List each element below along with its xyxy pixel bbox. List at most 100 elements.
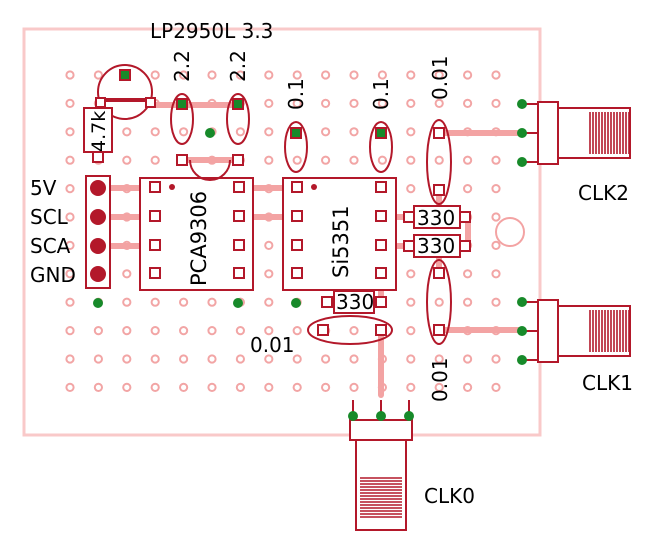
board-hole <box>122 269 132 279</box>
board-hole <box>65 127 75 137</box>
board-hole <box>491 155 501 165</box>
regulator-lp2950l <box>95 64 156 120</box>
pca9306-pin1-dot <box>169 184 175 190</box>
board-hole <box>65 240 75 250</box>
board-hole <box>292 70 302 80</box>
pullup-resistor-label: 4.7k <box>88 111 110 152</box>
board-hole <box>491 70 501 80</box>
board-hole <box>491 354 501 364</box>
board-hole <box>150 70 160 80</box>
ic1-label: PCA9306 <box>187 191 211 286</box>
board-hole <box>179 354 189 364</box>
board-hole <box>65 269 75 279</box>
board-hole <box>434 70 444 80</box>
board-hole <box>377 155 387 165</box>
board-hole <box>292 382 302 392</box>
cap-label-bottom-right: 0.01 <box>428 357 452 402</box>
regulator-label: LP2950L 3.3 <box>150 19 273 43</box>
series-resistors <box>321 205 471 314</box>
board-hole <box>264 70 274 80</box>
board-hole <box>434 98 444 109</box>
board-hole <box>406 98 416 109</box>
board-hole <box>150 354 160 364</box>
board-hole <box>65 184 75 194</box>
board-hole <box>122 326 132 336</box>
ic-pads <box>149 181 387 279</box>
board-hole <box>406 184 416 194</box>
board-hole <box>491 382 501 392</box>
cap-label-c: 0.1 <box>284 78 308 110</box>
board-hole <box>491 184 501 194</box>
board-hole <box>207 70 217 80</box>
board-hole <box>377 70 387 80</box>
board-hole <box>264 297 274 307</box>
board-hole <box>122 297 132 307</box>
board-hole <box>292 326 302 336</box>
cap-label-d: 0.1 <box>369 78 393 110</box>
pin-label-gnd: GND <box>30 263 76 287</box>
board-hole <box>65 70 75 80</box>
board-hole <box>93 326 104 336</box>
board-hole <box>406 326 416 336</box>
board-hole <box>321 70 331 80</box>
board-hole <box>122 127 132 137</box>
ic2-label: Si5351 <box>329 205 353 278</box>
sma-connector-clk0 <box>348 400 414 531</box>
board-hole <box>463 155 473 165</box>
board-hole <box>349 127 359 137</box>
board-hole <box>349 98 359 109</box>
board-hole <box>179 326 189 336</box>
board-hole <box>179 127 189 137</box>
clk0-label: CLK0 <box>424 484 475 508</box>
board-hole <box>406 269 416 279</box>
board-hole <box>93 382 104 392</box>
board-hole <box>321 382 331 392</box>
board-hole <box>264 382 274 392</box>
board-hole <box>491 240 501 250</box>
si5351-pin1-dot <box>311 184 317 190</box>
clk1-label: CLK1 <box>582 371 633 395</box>
cap-label-b: 2.2 <box>226 50 250 82</box>
board-outline <box>22 27 542 437</box>
board-hole <box>434 354 444 364</box>
board-hole <box>207 382 217 392</box>
board-hole <box>491 98 501 109</box>
board-hole <box>65 212 75 222</box>
board-hole <box>264 155 274 165</box>
board-hole <box>463 184 473 194</box>
board-hole <box>235 326 245 336</box>
board-hole <box>65 326 75 336</box>
board-hole <box>235 127 245 137</box>
series-resistor-label-2: 330 <box>417 234 455 258</box>
sma-connector <box>517 297 631 365</box>
board-hole <box>65 354 75 364</box>
board-hole <box>122 354 132 364</box>
board-hole <box>463 297 473 307</box>
board-hole <box>292 98 302 109</box>
board-hole <box>264 326 274 336</box>
board-hole <box>65 382 75 392</box>
pin-label-scl: SCL <box>30 205 69 229</box>
pin-header <box>85 175 111 308</box>
board-hole <box>150 127 160 137</box>
board-hole <box>93 354 104 364</box>
board-hole <box>93 70 104 80</box>
board-hole <box>179 382 189 392</box>
cap-pads <box>176 98 445 336</box>
board-hole <box>122 382 132 392</box>
board-hole <box>349 382 359 392</box>
board-hole <box>264 354 274 364</box>
board-hole <box>491 212 501 222</box>
board-hole <box>207 326 217 336</box>
board-hole <box>264 240 274 250</box>
board-hole <box>434 155 444 165</box>
board-hole <box>292 155 302 165</box>
board-hole <box>235 382 245 392</box>
board-hole <box>349 70 359 80</box>
board-hole <box>434 297 444 307</box>
series-resistor-label-3: 330 <box>336 290 374 314</box>
pin-label-5v: 5V <box>30 176 57 200</box>
board-hole <box>491 269 501 279</box>
